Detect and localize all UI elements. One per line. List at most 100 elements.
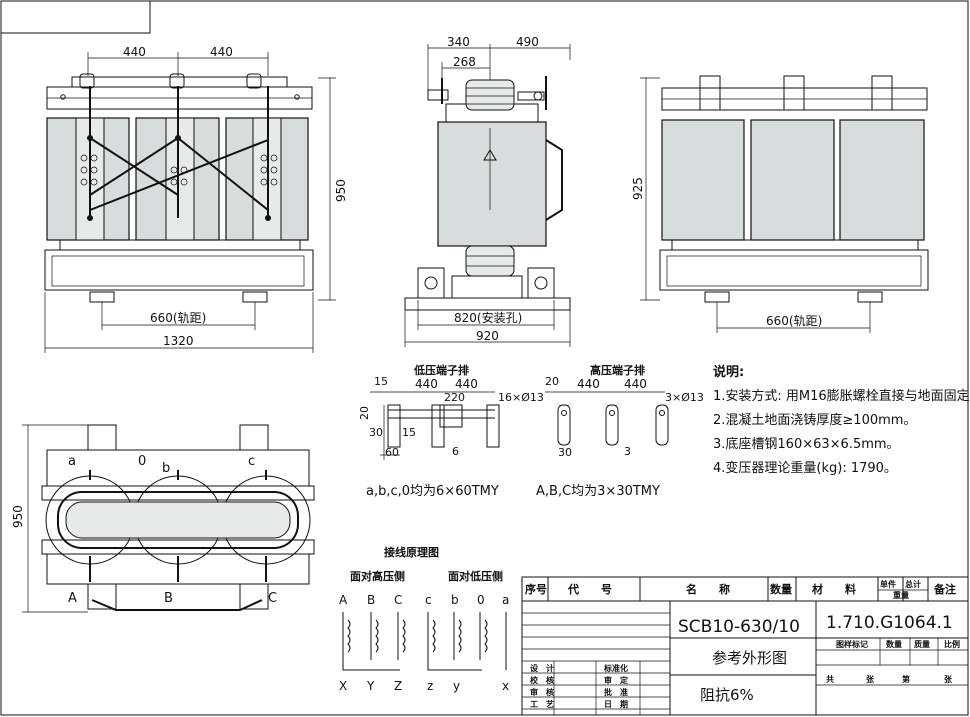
hv-holes: 3×Ø13 xyxy=(665,391,704,404)
tb-header-material: 材 料 xyxy=(812,582,856,596)
lv-dim-440b: 440 xyxy=(455,377,478,391)
tb-page: 第 xyxy=(902,674,910,684)
corner-box xyxy=(0,0,151,34)
notes-title: 说明: xyxy=(713,364,744,380)
dim-side-268: 268 xyxy=(453,55,476,69)
hv-dim-440a: 440 xyxy=(577,377,600,391)
tb-drawing-number: 1.710.G1064.1 xyxy=(826,613,953,633)
tb-role-approve: 审 定 xyxy=(604,675,628,685)
tb-drawing-title: 参考外形图 xyxy=(712,649,787,667)
lv-dim-20: 20 xyxy=(358,406,371,420)
title-block xyxy=(521,576,969,716)
wiring-lv-y: y xyxy=(453,679,460,693)
dim-front-440-left: 440 xyxy=(123,45,146,59)
tb-header-unit: 单件 xyxy=(880,579,896,589)
top-label-c: c xyxy=(248,454,255,469)
wiring-hv-side: 面对高压侧 xyxy=(350,569,405,583)
tb-header-code: 代 号 xyxy=(567,582,612,596)
hv-bar-title: 高压端子排 xyxy=(590,363,645,377)
dim-front-width: 1320 xyxy=(163,334,194,348)
tb-qty: 数量 xyxy=(886,639,902,649)
hv-thickness: 3 xyxy=(624,445,631,458)
wiring-hv-Z: Z xyxy=(394,679,402,693)
wiring-lv-side: 面对低压侧 xyxy=(448,569,503,583)
tb-header-remark: 备注 xyxy=(933,582,956,596)
lv-dim-60: 60 xyxy=(385,446,399,459)
dim-side-mount: 820(安装孔) xyxy=(454,310,522,325)
tb-role-ratify: 批 准 xyxy=(604,687,628,697)
tb-role-process: 工 艺 xyxy=(530,699,554,709)
wiring-hv-B: B xyxy=(367,593,375,607)
tb-header-seq: 序号 xyxy=(525,582,547,596)
lv-busbar-detail xyxy=(370,391,500,460)
lv-dim-30: 30 xyxy=(369,426,383,439)
dim-top-height: 950 xyxy=(11,505,25,528)
top-label-b: b xyxy=(162,461,170,476)
hv-busbar-detail xyxy=(545,391,669,446)
tb-header-total: 总计 xyxy=(905,579,921,589)
tb-role-date: 日 期 xyxy=(604,699,628,709)
wiring-title: 接线原理图 xyxy=(384,545,439,559)
hv-dim-20: 20 xyxy=(545,375,559,388)
top-label-C: C xyxy=(268,591,277,606)
note-item-3: 3.底座槽钢160×63×6.5mm。 xyxy=(713,436,900,452)
dim-front-rail: 660(轨距) xyxy=(150,311,206,325)
wiring-lv-z: z xyxy=(427,679,433,693)
note-item-2: 2.混凝土地面浇铸厚度≥100mm。 xyxy=(713,412,916,428)
front-view xyxy=(44,52,336,353)
hv-dim-30: 30 xyxy=(558,446,572,459)
hv-bar-note: A,B,C均为3×30TMY xyxy=(536,484,660,499)
top-label-A: A xyxy=(68,591,77,606)
lv-holes: 16×Ø13 xyxy=(498,391,544,404)
tb-stage-mark: 图样标记 xyxy=(836,639,868,649)
tb-role-check: 校 核 xyxy=(530,675,554,685)
wiring-hv-C: C xyxy=(394,593,402,607)
lv-dim-220: 220 xyxy=(444,391,465,404)
wiring-hv-X: X xyxy=(339,679,347,693)
lv-dim-440a: 440 xyxy=(415,377,438,391)
tb-sheet: 张 xyxy=(866,675,875,684)
hv-dim-440b: 440 xyxy=(624,377,647,391)
tb-page-sheet: 张 xyxy=(944,675,953,684)
wiring-diagram xyxy=(342,612,507,671)
dim-front-440-right: 440 xyxy=(210,45,233,59)
tb-role-standard: 标准化 xyxy=(603,663,628,673)
tb-role-review: 审 核 xyxy=(530,687,554,697)
tb-role-design: 设 计 xyxy=(530,663,554,673)
wiring-lv-x: x xyxy=(502,679,509,693)
lv-bar-title: 低压端子排 xyxy=(413,363,469,377)
top-view xyxy=(22,424,315,613)
tb-header-qty: 数量 xyxy=(770,582,792,596)
top-label-0: 0 xyxy=(138,454,146,469)
wiring-lv-b: b xyxy=(451,593,459,607)
wiring-hv-A: A xyxy=(339,593,348,607)
lv-thickness: 6 xyxy=(452,445,459,458)
dim-side-490: 490 xyxy=(516,35,539,49)
wiring-lv-a: a xyxy=(502,593,509,607)
tb-weight: 质量 xyxy=(914,639,930,649)
lv-dim-15b: 15 xyxy=(402,426,416,439)
tb-total: 共 xyxy=(826,674,834,684)
top-label-B: B xyxy=(164,591,173,606)
dim-rear-rail: 660(轨距) xyxy=(766,314,822,328)
dim-side-340: 340 xyxy=(447,35,470,49)
wiring-lv-0: 0 xyxy=(477,593,485,607)
note-item-4: 4.变压器理论重量(kg): 1790。 xyxy=(713,460,897,476)
top-label-a: a xyxy=(68,454,76,469)
dim-rear-height: 925 xyxy=(631,177,645,200)
wiring-lv-c: c xyxy=(425,593,432,607)
tb-impedance: 阻抗6% xyxy=(700,686,754,704)
rear-view xyxy=(640,75,929,333)
side-view xyxy=(404,44,571,347)
wiring-hv-Y: Y xyxy=(366,679,375,693)
dim-front-height: 950 xyxy=(334,179,348,202)
dim-side-width: 920 xyxy=(476,329,499,343)
tb-model: SCB10-630/10 xyxy=(678,617,800,637)
lv-dim-15: 15 xyxy=(374,375,388,388)
tb-header-name: 名 称 xyxy=(686,582,730,596)
note-item-1: 1.安装方式: 用M16膨胀螺栓直接与地面固定。 xyxy=(713,388,970,404)
tb-header-weight: 重量 xyxy=(893,590,909,600)
